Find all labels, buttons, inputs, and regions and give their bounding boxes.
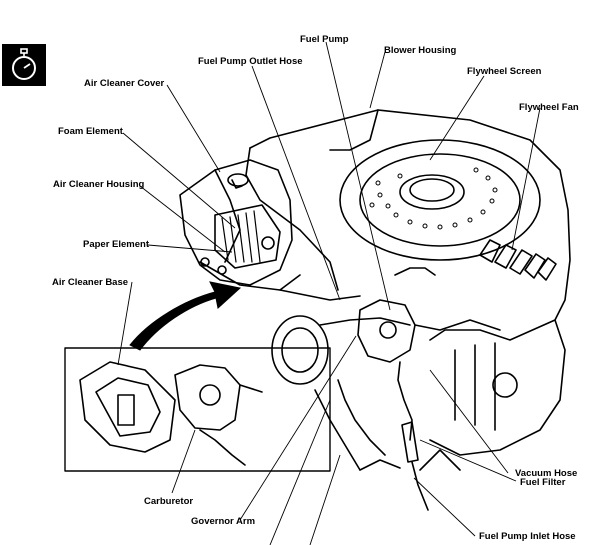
blower-housing-shape [249,109,571,321]
label-fuel-pump-inlet-hose: Fuel Pump Inlet Hose [479,531,576,542]
label-fuel-filter: Fuel Filter [520,477,566,488]
air-cleaner-cover-shape [179,159,293,286]
fuel-pump-inlet-hose-shape [411,461,429,511]
screen-holes [369,167,498,230]
stopwatch-badge [2,44,46,86]
label-blower-housing: Blower Housing [384,45,457,56]
inset-pointer-arrow [129,281,242,351]
label-fuel-pump-outlet-hose: Fuel Pump Outlet Hose [198,56,303,67]
flywheel-screen-shape [339,139,541,261]
fuel-pump-outlet-hose-shape [394,267,436,276]
paper-element-pleats [221,210,261,263]
label-flywheel-fan: Flywheel Fan [519,102,579,113]
label-air-cleaner-base: Air Cleaner Base [52,277,129,288]
label-paper-element: Paper Element [83,239,149,250]
flywheel-fan-fins [479,239,557,281]
fuel-filter-shape [401,421,419,463]
label-air-cleaner-cover: Air Cleaner Cover [84,78,165,89]
stopwatch-icon [12,48,36,80]
leader-lines [117,41,541,545]
label-foam-element: Foam Element [58,126,123,137]
label-governor-arm: Governor Arm [191,516,256,527]
inset-panel [64,347,331,472]
label-flywheel-screen: Flywheel Screen [467,66,542,77]
label-air-cleaner-housing: Air Cleaner Housing [53,179,145,190]
air-cleaner-housing-shape [214,204,281,269]
fuel-pump-shape [357,299,416,363]
vacuum-hose-shape [397,361,413,441]
label-fuel-pump: Fuel Pump [300,34,349,45]
label-carburetor: Carburetor [144,496,194,507]
label-vacuum-hose: Vacuum Hose [515,468,578,479]
